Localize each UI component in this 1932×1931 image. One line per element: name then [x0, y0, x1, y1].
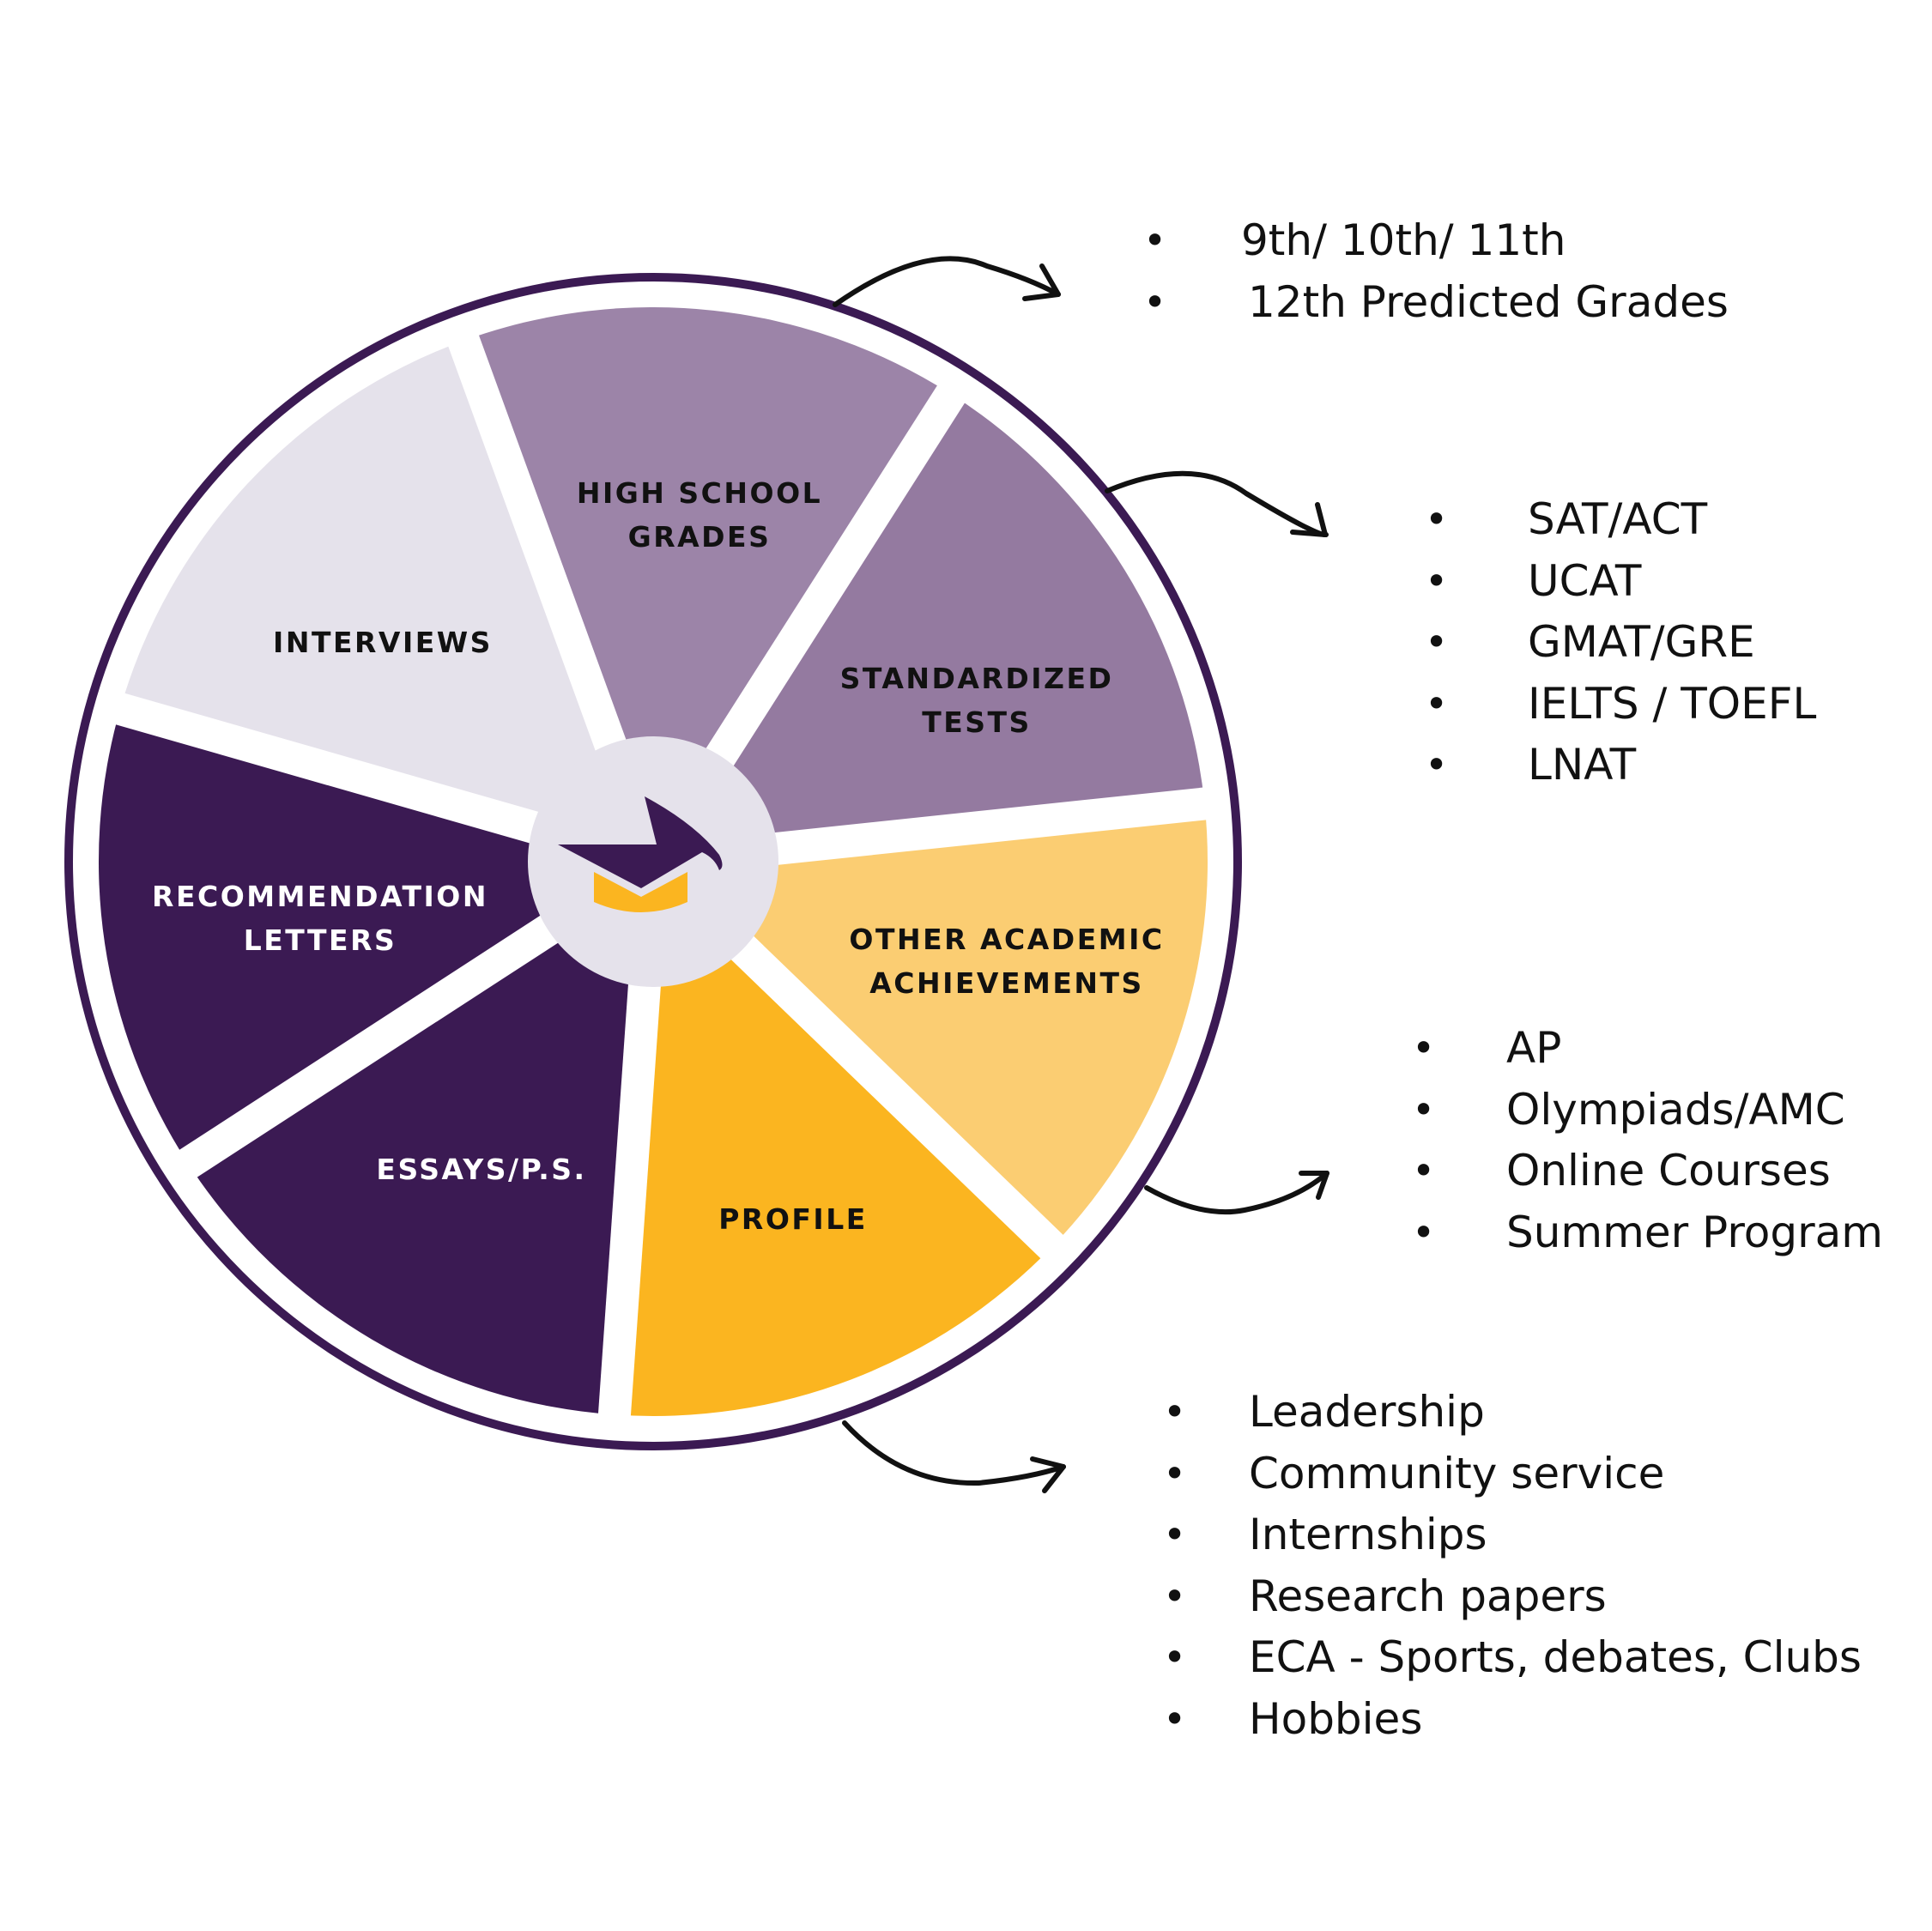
list-item: •IELTS / TOEFL	[1425, 674, 1816, 735]
list-item: •Online Courses	[1412, 1141, 1883, 1202]
list-item: •Summer Program	[1412, 1202, 1883, 1264]
outer-ring	[64, 273, 1242, 1450]
list-item: •Internships	[1163, 1504, 1862, 1566]
cap-top	[558, 796, 723, 888]
bullet-icon: •	[1412, 1025, 1436, 1071]
bullet-icon: •	[1143, 278, 1167, 325]
bullet-icon: •	[1412, 1147, 1436, 1194]
list-item: •Community service	[1163, 1444, 1862, 1505]
segment-gaps	[99, 318, 1224, 1433]
list-item: •Research papers	[1163, 1566, 1862, 1628]
bullet-icon: •	[1412, 1086, 1436, 1133]
bullet-icon: •	[1163, 1695, 1187, 1742]
bullet-icon: •	[1412, 1208, 1436, 1256]
bullet-icon: •	[1163, 1389, 1187, 1435]
bullet-icon: •	[1143, 217, 1167, 263]
bullet-icon: •	[1163, 1572, 1187, 1619]
other-academic-details: •AP •Olympiads/AMC •Online Courses •Summ…	[1412, 1018, 1883, 1263]
list-item: •9th/ 10th/ 11th	[1143, 210, 1729, 272]
arrow-profile-icon	[842, 1420, 1066, 1493]
list-item: •ECA - Sports, debates, Clubs	[1163, 1627, 1862, 1689]
connector-arrows	[833, 256, 1329, 1493]
segment-essays-ps	[188, 862, 653, 1415]
list-item: •LNAT	[1425, 735, 1816, 796]
list-item: •UCAT	[1425, 551, 1816, 613]
bullet-icon: •	[1425, 680, 1449, 727]
segment-gap	[99, 688, 658, 878]
bullet-icon: •	[1425, 742, 1449, 788]
segment-high-school-grades	[463, 306, 952, 862]
bullet-icon: •	[1163, 1511, 1187, 1558]
arrow-grades-icon	[833, 256, 1061, 307]
list-item: •Leadership	[1163, 1382, 1862, 1444]
cap-band	[594, 872, 687, 912]
list-item: •Hobbies	[1163, 1689, 1862, 1751]
segment-gap	[165, 848, 663, 1187]
segment-gap	[597, 860, 669, 1433]
standardized-tests-details: •SAT/ACT •UCAT •GMAT/GRE •IELTS / TOEFL …	[1425, 489, 1816, 796]
list-item: •GMAT/GRE	[1425, 612, 1816, 674]
list-item: •SAT/ACT	[1425, 489, 1816, 551]
segment-gap	[641, 850, 1076, 1271]
arrow-tests-icon	[1105, 470, 1329, 538]
label-interviews: INTERVIEWS	[273, 626, 493, 659]
profile-details: •Leadership •Community service •Internsh…	[1163, 1382, 1862, 1750]
bullet-icon: •	[1425, 619, 1449, 665]
label-profile: PROFILE	[718, 1202, 868, 1236]
arrow-other-academic-icon	[1144, 1171, 1329, 1215]
list-item: •Olympiads/AMC	[1412, 1080, 1883, 1141]
high-school-grades-details: •9th/ 10th/ 11th •12th Predicted Grades	[1143, 210, 1729, 333]
bullet-icon: •	[1163, 1450, 1187, 1497]
segment-other-academic-achievements	[653, 803, 1208, 1247]
segment-profile	[614, 862, 1052, 1416]
segment-gap	[651, 785, 1224, 878]
segment-gap	[639, 371, 974, 871]
bullet-icon: •	[1163, 1634, 1187, 1680]
graduation-cap-icon	[558, 796, 723, 912]
bullet-icon: •	[1425, 496, 1449, 542]
label-essays-ps: ESSAYS/P.S.	[376, 1153, 586, 1186]
bullet-icon: •	[1425, 557, 1449, 604]
list-item: •12th Predicted Grades	[1143, 272, 1729, 334]
segment-gap	[442, 318, 669, 868]
list-item: •AP	[1412, 1018, 1883, 1080]
segment-standardized-tests	[653, 394, 1205, 862]
